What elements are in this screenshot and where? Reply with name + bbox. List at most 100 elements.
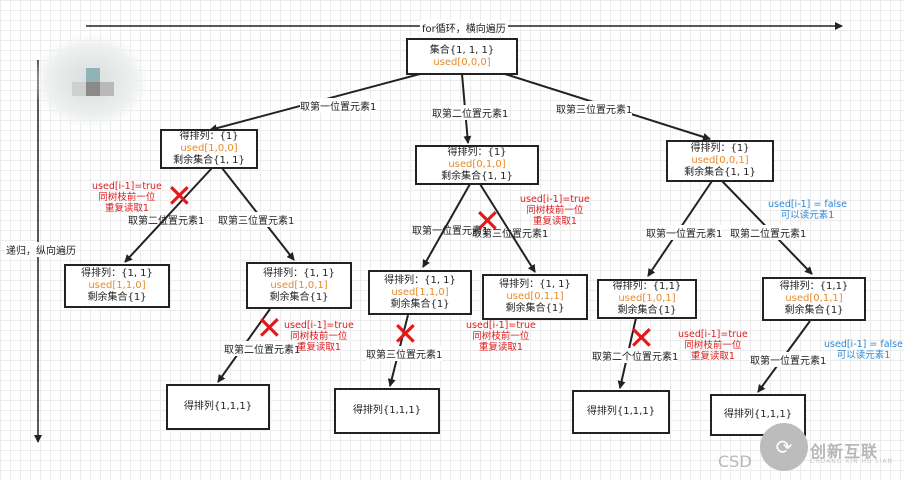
node-root-used: used[0,0,0] [433,56,491,68]
edge-label-r1-second: 取第二位置元素1 [730,225,807,240]
prune-cross-icon: ✕ [166,177,193,215]
node-r1: 得排列：{1} used[0,0,1] 剩余集合{1, 1} [666,140,774,182]
prune-note-line1: used[i-1]=true [284,320,354,331]
node-leaf2: 得排列{1,1,1} [334,388,440,434]
edge-label-root-second: 取第二位置元素1 [432,105,509,120]
edge-m1-m2b [479,183,536,273]
prune-note-r2a: used[i-1]=true 同树枝前一位 重复读取1 [678,329,748,362]
prune-note-line2: 同树枝前一位 [472,331,530,342]
prune-note-m1: used[i-1]=true 同树枝前一位 重复读取1 [520,194,590,227]
edge-label-m1-first: 取第一位置元素1 [412,226,489,237]
brand-watermark-sub: CHUANG XIN HU LIAN [810,458,894,465]
node-l2a-perm: 得排列：{1, 1} [81,268,153,279]
edge-label-r2a-second: 取第二个位置元素1 [592,348,679,363]
prune-note-line1: used[i-1]=true [520,194,590,205]
node-l1-used: used[1,0,0] [180,143,238,154]
prune-cross-icon: ✕ [628,319,655,357]
prune-note-line3: 重复读取1 [478,342,523,353]
allow-note-line1: used[i-1] = false [768,199,847,210]
node-m2b-perm: 得排列：{1, 1} [499,279,571,290]
node-m1-perm: 得排列：{1} [447,147,507,158]
edge-label-l2b-second: 取第二位置元素1 [224,341,301,356]
node-m2b-used: used[0,1,1] [506,291,564,302]
edge-label-r1-first: 取第一位置元素1 [646,225,723,240]
prune-cross-icon: ✕ [474,202,501,240]
node-root: 集合{1, 1, 1} used[0,0,0] [406,38,518,75]
allow-note-line2: 可以读元素1 [780,210,835,221]
brand-watermark: 创新互联 [810,442,879,461]
prune-note-line3: 重复读取1 [296,342,341,353]
edge-label-r2b-first: 取第一位置元素1 [750,352,827,367]
node-l1: 得排列：{1} used[1,0,0] 剩余集合{1, 1} [160,129,258,169]
prune-note-line1: used[i-1]=true [678,329,748,340]
node-r2a-perm: 得排列：{1,1} [612,281,682,292]
allow-note-r1: used[i-1] = false 可以读元素1 [768,199,847,221]
prune-note-l1: used[i-1]=true 同树枝前一位 重复读取1 [92,181,162,214]
node-l2a: 得排列：{1, 1} used[1,1,0] 剩余集合{1} [64,264,170,308]
edge-label-m1-third: 取第三位置元素1 [472,229,549,240]
blurred-avatar [36,36,146,126]
allow-note-r2b: used[i-1] = false 可以读元素1 [824,339,903,361]
prune-note-line2: 同树枝前一位 [98,192,156,203]
prune-note-m2a: used[i-1]=true 同树枝前一位 重复读取1 [466,320,536,353]
prune-note-line3: 重复读取1 [532,216,577,227]
prune-cross-icon: ✕ [256,309,283,347]
csdn-watermark: CSD [718,452,752,471]
node-leaf1-perm: 得排列{1,1,1} [183,401,253,412]
node-leaf1: 得排列{1,1,1} [166,384,270,430]
node-r2a: 得排列：{1,1} used[1,0,1] 剩余集合{1} [597,279,697,319]
node-r1-used: used[0,0,1] [691,155,749,166]
prune-cross-icon: ✕ [392,315,419,353]
node-r1-perm: 得排列：{1} [690,143,750,154]
prune-note-line1: used[i-1]=true [466,320,536,331]
node-r2a-used: used[1,0,1] [618,293,676,304]
node-r2b-rest: 剩余集合{1} [784,305,844,316]
node-l2b: 得排列：{1, 1} used[1,0,1] 剩余集合{1} [246,262,352,309]
node-l2b-used: used[1,0,1] [270,279,328,291]
edge-m1-m2a [422,183,471,268]
prune-note-l2b: used[i-1]=true 同树枝前一位 重复读取1 [284,320,354,353]
node-m2a: 得排列：{1, 1} used[1,1,0] 剩余集合{1} [368,270,472,315]
node-m1-rest: 剩余集合{1, 1} [441,171,513,182]
node-r2b: 得排列：{1,1} used[0,1,1] 剩余集合{1} [762,277,866,321]
node-l2b-perm: 得排列：{1, 1} [263,267,335,279]
prune-note-line2: 同树枝前一位 [526,205,584,216]
vertical-axis-label: 递归，纵向遍历 [6,242,76,257]
node-m1-used: used[0,1,0] [448,159,506,170]
edge-label-m2a-third: 取第三位置元素1 [366,346,443,361]
allow-note-line2: 可以读元素1 [836,350,891,361]
node-r2a-rest: 剩余集合{1} [617,305,677,316]
node-leaf3: 得排列{1,1,1} [572,390,670,434]
prune-note-line2: 同树枝前一位 [684,340,742,351]
node-l2a-used: used[1,1,0] [88,280,146,291]
node-r2b-used: used[0,1,1] [785,293,843,304]
edge-label-l1-second: 取第二位置元素1 [128,216,205,227]
node-m2b: 得排列：{1, 1} used[0,1,1] 剩余集合{1} [482,274,588,320]
node-l1-rest: 剩余集合{1, 1} [173,155,245,166]
node-m2a-rest: 剩余集合{1} [390,298,450,310]
edge-label-root-third: 取第三位置元素1 [556,101,633,116]
prune-note-line1: used[i-1]=true [92,181,162,192]
edge-label-root-first: 取第一位置元素1 [300,98,377,113]
prune-note-line3: 重复读取1 [104,203,149,214]
edge-label-l1-third: 取第三位置元素1 [218,212,295,227]
node-leaf3-perm: 得排列{1,1,1} [586,406,656,417]
node-l2b-rest: 剩余集合{1} [269,291,329,303]
node-m2b-rest: 剩余集合{1} [505,303,565,314]
node-m1: 得排列：{1} used[0,1,0] 剩余集合{1, 1} [415,145,539,185]
node-leaf4-perm: 得排列{1,1,1} [723,409,793,420]
node-m2a-perm: 得排列：{1, 1} [384,274,456,286]
node-leaf2-perm: 得排列{1,1,1} [352,405,422,416]
node-root-set: 集合{1, 1, 1} [429,44,495,56]
node-m2a-used: used[1,1,0] [391,286,449,298]
node-l2a-rest: 剩余集合{1} [87,292,147,303]
edge-l1-l2a [124,167,213,263]
node-l1-perm: 得排列：{1} [179,131,239,142]
node-r1-rest: 剩余集合{1, 1} [684,167,756,178]
allow-note-line1: used[i-1] = false [824,339,903,350]
prune-note-line3: 重复读取1 [690,351,735,362]
horizontal-axis-label: for循环，横向遍历 [420,20,508,35]
prune-note-line2: 同树枝前一位 [290,331,348,342]
brand-logo-icon: ⟳ [760,423,808,471]
